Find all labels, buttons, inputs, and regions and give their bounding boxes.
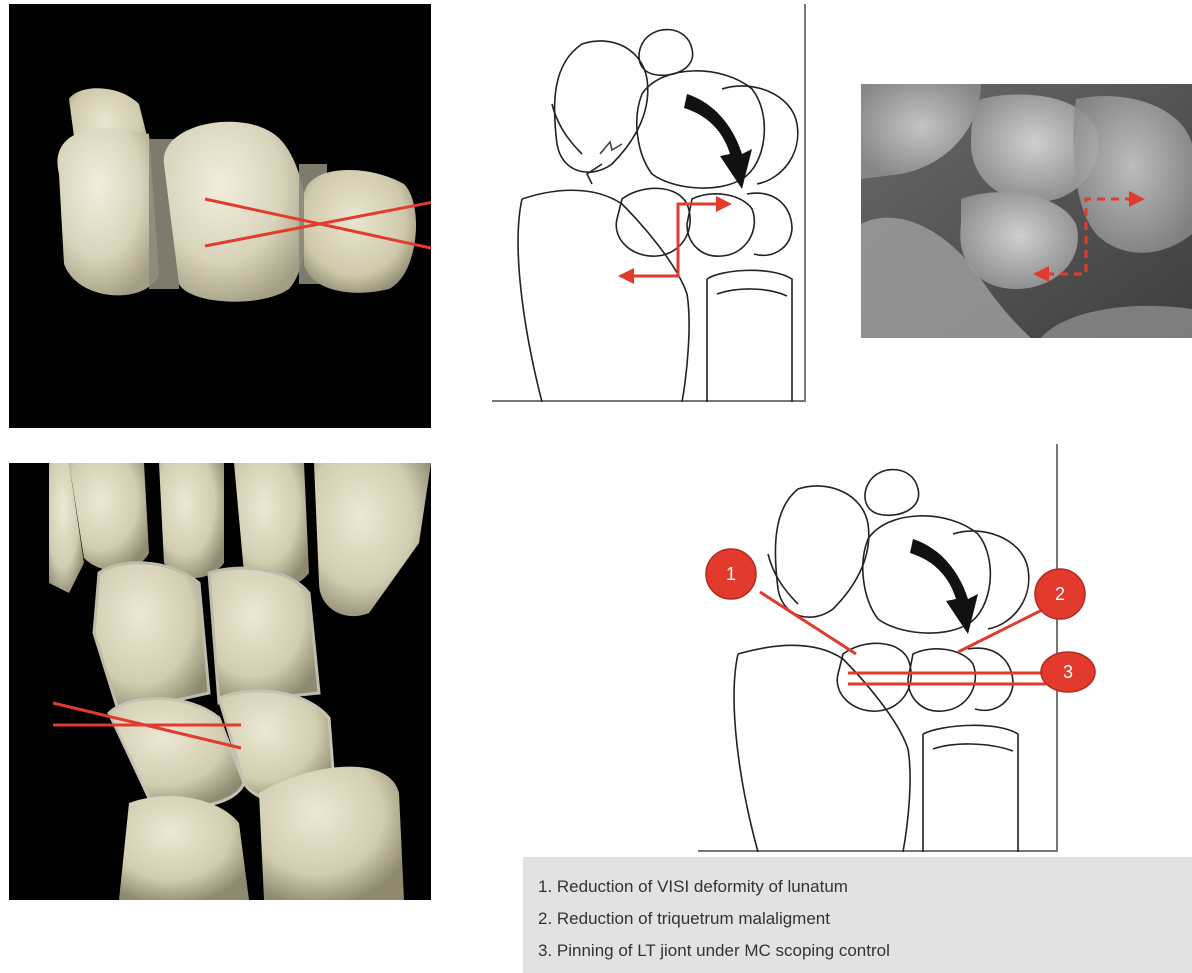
caption-line-2: 2. Reduction of triquetrum malaligment: [538, 909, 830, 929]
panel-3d-oblique: [9, 4, 431, 428]
caption-box: 1. Reduction of VISI deformity of lunatu…: [523, 857, 1192, 973]
render-3d-oblique: [9, 4, 431, 428]
marker-3-label: 3: [1063, 662, 1073, 682]
render-3d-dorsal: [9, 463, 431, 900]
marker-3: 3: [1041, 652, 1095, 692]
marker-2: 2: [1035, 569, 1085, 619]
caption-line-3: 3. Pinning of LT jiont under MC scoping …: [538, 941, 890, 961]
marker-1: 1: [706, 549, 756, 599]
numbered-markers: 1 2 3: [698, 444, 1098, 744]
marker-1-label: 1: [726, 564, 736, 584]
panel-drawing-top: [492, 4, 806, 402]
panel-3d-dorsal: [9, 463, 431, 900]
marker-2-label: 2: [1055, 584, 1065, 604]
caption-line-1: 1. Reduction of VISI deformity of lunatu…: [538, 877, 848, 897]
drawing-top: [492, 4, 806, 402]
panel-xray: [861, 84, 1192, 338]
xray-image: [861, 84, 1192, 338]
